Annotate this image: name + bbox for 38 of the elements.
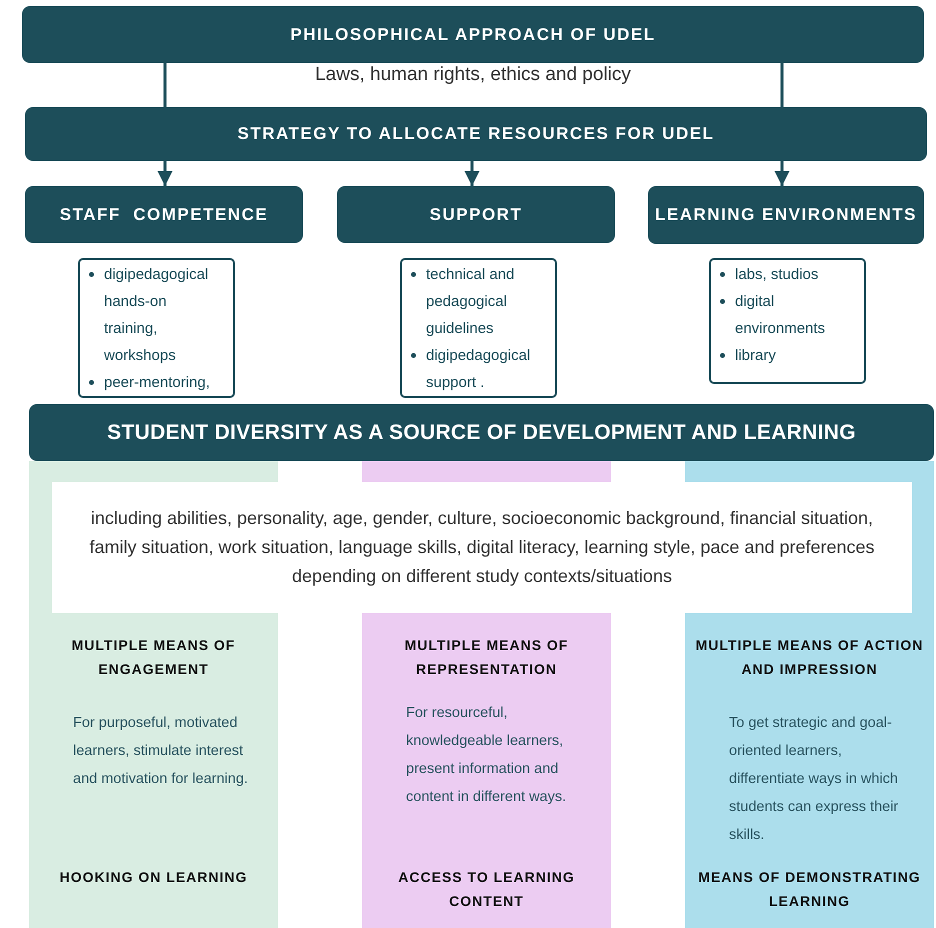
heading-bar: [22, 6, 924, 63]
column-heading: MULTIPLE MEANS OF ACTION AND IMPRESSION: [694, 636, 924, 679]
column-body-text: For purposeful, motivated learners, stimulate interest and motivation for learning.: [73, 714, 249, 789]
heading-text: PHILOSOPHICAL APPROACH OF UDEL: [290, 24, 656, 44]
column-panel: [29, 613, 278, 928]
connector-line: [164, 63, 166, 107]
category-bar: [337, 186, 615, 243]
column-footer-heading: HOOKING ON LEARNING: [58, 868, 248, 887]
category-bar: [648, 186, 924, 244]
heading-text: STRATEGY TO ALLOCATE RESOURCES FOR UDEL: [238, 124, 714, 144]
banner-bar: [29, 404, 934, 461]
column-body-text: To get strategic and goal-oriented learners, differentiate ways in which students can express their skills.: [729, 714, 900, 845]
bullet-list-box: [709, 258, 866, 384]
heading-text: LEARNING ENVIRONMENTS: [655, 205, 917, 225]
list-item-text: library: [735, 347, 776, 364]
column-heading: MULTIPLE MEANS OF REPRESENTATION: [404, 636, 570, 679]
heading-bar: [25, 107, 927, 161]
list-item-text: peer-mentoring,: [104, 374, 210, 391]
heading-text: STUDENT DIVERSITY AS A SOURCE OF DEVELOPMENT AND LEARNING: [107, 420, 856, 444]
bullet-list-box: [78, 258, 235, 398]
note-text: Laws, human rights, ethics and policy: [315, 64, 631, 86]
list-item-text: labs, studios: [735, 266, 818, 283]
arrow: [158, 161, 172, 186]
column-heading: MULTIPLE MEANS OF ENGAGEMENT: [70, 636, 236, 679]
list-item-text: digipedagogical support .: [426, 347, 530, 391]
column-footer-heading: MEANS OF DEMONSTRATING LEARNING: [697, 868, 922, 911]
arrow: [464, 161, 480, 186]
bullet-list-box: [400, 258, 557, 398]
column-body-text: For resourceful, knowledgeable learners, present information and content in different ways.: [406, 704, 568, 807]
column-footer-heading: ACCESS TO LEARNING CONTENT: [397, 868, 576, 911]
connector-line: [780, 63, 784, 107]
arrow: [774, 161, 790, 186]
column-panel: [362, 613, 611, 928]
heading-text: STAFF COMPETENCE: [60, 204, 268, 224]
category-bar: [25, 186, 303, 243]
heading-text: SUPPORT: [430, 204, 522, 224]
description-text: including abilities, personality, age, gender, culture, socioeconomic background, financial situation, family situation, work situation, language skills, digital literacy, learning style, pace and preferences depending on different study contexts/situations: [88, 507, 876, 588]
column-panel: [685, 613, 934, 928]
